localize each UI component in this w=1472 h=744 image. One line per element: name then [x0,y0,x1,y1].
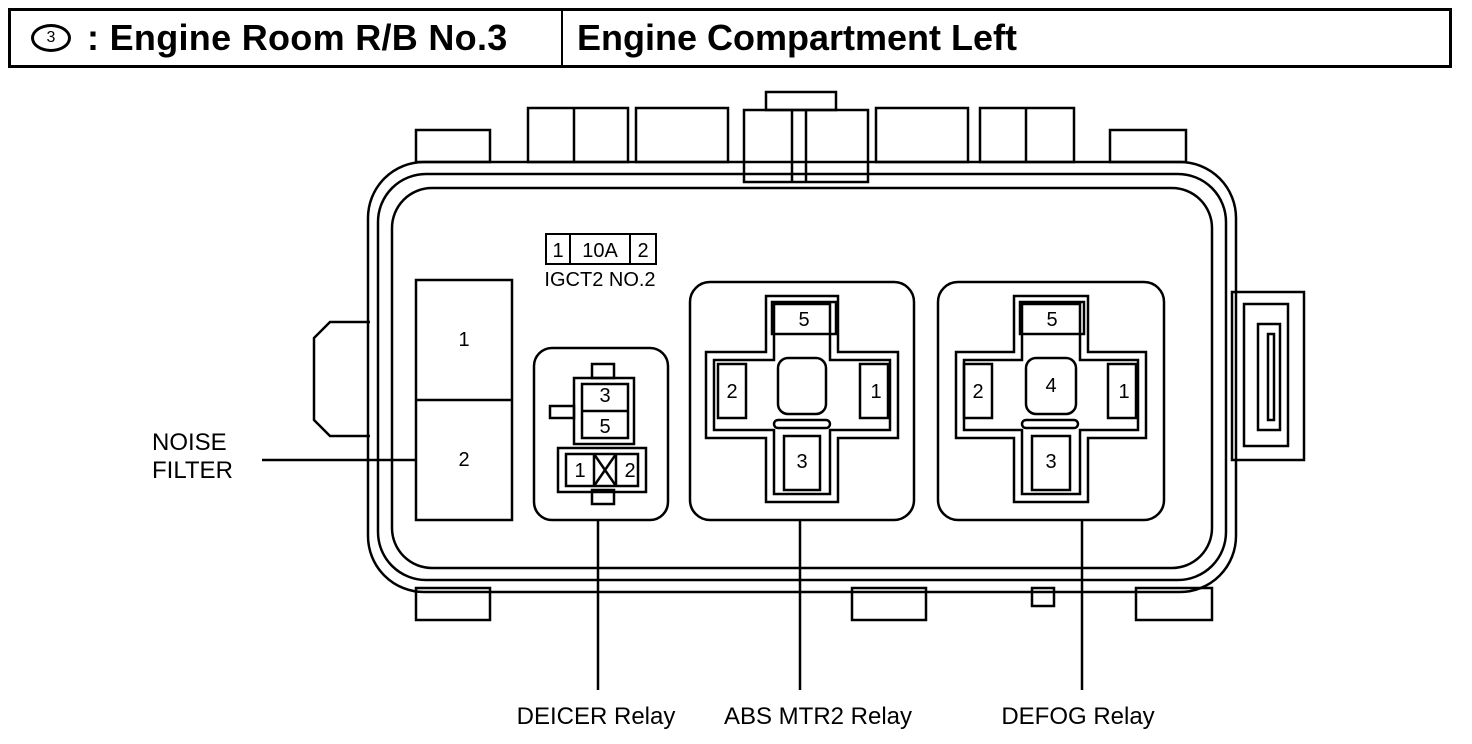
fuse-igct2-no2 [545,233,657,265]
abs-mtr2-pin-1: 1 [870,381,881,403]
left-latch-tab [312,320,370,438]
defog-pin-2: 2 [972,381,983,403]
housing-middle [376,172,1228,582]
deicer-label: DEICER Relay [517,703,676,730]
noise-filter-pin-1: 1 [458,329,469,351]
fuse-pin-right: 2 [637,240,648,262]
fuse-rating: 10A [582,240,618,262]
deicer-pin-5: 5 [599,416,610,438]
deicer-pin-1: 1 [574,460,585,482]
abs-mtr2-pin-2: 2 [726,381,737,403]
circle-number-badge: 3 [31,24,71,52]
top-connector-tabs [414,90,1188,184]
defog-label: DEFOG Relay [1001,703,1154,730]
noise-filter-pin-2: 2 [458,449,469,471]
fuse-name: IGCT2 NO.2 [544,269,655,291]
housing-outer [366,160,1238,594]
bottom-tabs [414,586,1214,622]
deicer-pin-2: 2 [624,460,635,482]
deicer-pin-3: 3 [599,385,610,407]
right-latch [1230,290,1306,462]
noise-filter-label-line1: NOISE [152,429,227,456]
location-code: : Engine Room R/B No.3 [87,17,508,58]
abs-mtr2-pin-3: 3 [796,451,807,473]
defog-pin-1: 1 [1118,381,1129,403]
abs-mtr2-pin-5: 5 [798,309,809,331]
deicer-relay [532,346,670,522]
defog-pin-3: 3 [1045,451,1056,473]
abs-mtr2-relay [688,280,916,522]
title-bar: 3 : Engine Room R/B No.3 Engine Compartm… [8,8,1452,68]
abs-mtr2-label: ABS MTR2 Relay [724,703,912,730]
location-description: Engine Compartment Left [577,17,1018,58]
location-code-cell: 3 : Engine Room R/B No.3 [11,11,563,65]
noise-filter-label-line2: FILTER [152,457,233,484]
defog-relay [936,280,1166,522]
housing-inner [390,186,1214,570]
noise-filter [414,278,514,522]
fuse-pin-left: 1 [552,240,563,262]
defog-pin-4: 4 [1045,375,1056,397]
defog-pin-5: 5 [1046,309,1057,331]
